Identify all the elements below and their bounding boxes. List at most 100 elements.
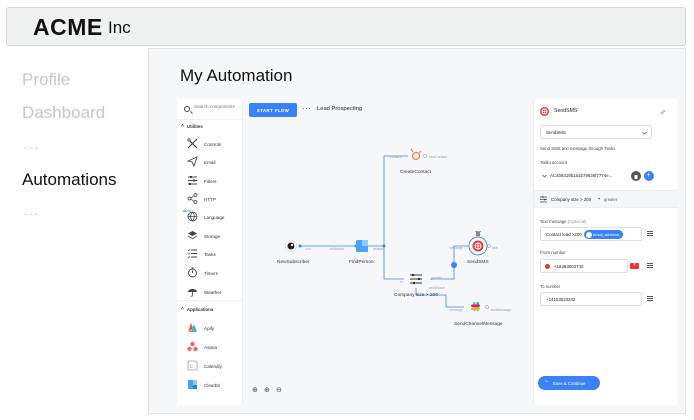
variables-menu-icon[interactable] (647, 263, 653, 268)
variables-menu-icon[interactable] (647, 296, 653, 301)
search-icon (184, 106, 190, 112)
port-label: person (373, 247, 384, 251)
twilio-account-value: AC4b8319b1a1579636f7774e... (550, 173, 613, 178)
component-http[interactable]: HTTP (183, 193, 241, 205)
condition-bar[interactable]: Company size > 200 ▾ greater (534, 190, 678, 208)
node-new-subscriber[interactable] (285, 240, 297, 252)
port-label: contact (390, 155, 401, 159)
save-continue-button[interactable]: ← Save & Continue (538, 376, 600, 390)
port-label: greater (431, 276, 442, 280)
optional-tag: (Optional) (567, 219, 587, 224)
action-select[interactable]: SendSMS (540, 125, 652, 139)
component-asana[interactable]: Asana (183, 341, 241, 353)
port-label: notGreater (429, 286, 446, 290)
zoom-in-icon[interactable]: ⊕ (252, 387, 258, 394)
divider (177, 119, 242, 120)
calendly-icon: c (187, 360, 198, 371)
port-label: out (306, 247, 311, 251)
config-title: SendSMS (554, 108, 578, 114)
component-label: Controls (204, 142, 222, 147)
to-number-label: To number (540, 284, 561, 289)
port-label: message (449, 246, 463, 250)
component-label: Language (204, 215, 225, 220)
email-chip-label: email_address (593, 232, 620, 237)
port-label: in (400, 280, 403, 284)
share-icon (187, 193, 198, 204)
flow-connections (285, 148, 491, 311)
component-weather[interactable]: Weather (183, 286, 241, 298)
component-label: HTTP (204, 197, 216, 202)
component-apify[interactable]: Apify (183, 322, 241, 334)
condition-branch: greater (604, 197, 618, 202)
chevron-up-icon: ^ (181, 124, 184, 130)
variables-menu-icon[interactable] (647, 231, 653, 236)
component-search-input[interactable] (194, 104, 242, 109)
component-tasks[interactable]: Tasks (183, 248, 241, 260)
text-message-value: Contact lead >200 (546, 232, 582, 237)
node-company-size[interactable] (410, 274, 422, 284)
nav-item-profile[interactable]: Profile (22, 70, 71, 89)
zoom-out-icon[interactable]: ⊖ (276, 387, 282, 394)
component-clearbit[interactable]: Clearbit (183, 379, 241, 391)
section-utilities[interactable]: ^Utilities (181, 124, 203, 130)
to-number-input[interactable]: +14153023232 (540, 292, 642, 306)
node-send-channel-message[interactable] (471, 302, 480, 311)
component-email[interactable]: Email (183, 156, 241, 168)
start-flow-button[interactable]: START FLOW (249, 103, 297, 117)
component-label: Asana (204, 345, 218, 350)
component-storage[interactable]: Storage (183, 230, 241, 242)
chip-icon (585, 231, 592, 238)
node-label: Company size > 200 (394, 293, 438, 298)
text-message-input[interactable]: Contact lead >200 email_address (540, 227, 642, 241)
config-description: Send SMS text message through Twilio (540, 146, 615, 151)
chevron-down-icon (542, 174, 547, 178)
arrow-left-icon: ← (544, 378, 550, 384)
twilio-icon (545, 264, 550, 269)
nav-item-automations[interactable]: Automations (22, 170, 117, 189)
node-find-person[interactable] (356, 240, 368, 252)
component-calendly[interactable]: c Calendly (183, 360, 241, 372)
trash-icon[interactable] (475, 231, 481, 236)
node-send-sms[interactable] (468, 236, 488, 256)
component-filters[interactable]: Filters (183, 175, 241, 187)
component-controls[interactable]: Controls (183, 138, 241, 150)
node-label: CreateContact (400, 170, 431, 175)
brand-name: ACME (33, 14, 103, 40)
component-label: Filters (204, 179, 217, 184)
section-applications[interactable]: ^Applications (181, 307, 213, 313)
component-timers[interactable]: Timers (183, 267, 241, 279)
delete-account-icon[interactable] (631, 171, 641, 181)
port-dot (485, 305, 489, 309)
main-navigation: Profile Dashboard ... Automations ... (6, 48, 147, 414)
component-search[interactable] (182, 103, 242, 117)
flow-canvas[interactable]: START FLOW ··· Lead Prospecting (244, 99, 526, 405)
from-number-input[interactable]: +16283003740 (540, 259, 628, 273)
edge-companysize-channelmessage (415, 288, 464, 308)
chevron-up-icon: ^ (181, 307, 184, 313)
brand-suffix: Inc (108, 18, 131, 37)
nav-more-dots[interactable]: ... (24, 138, 41, 152)
email-variable-chip[interactable]: email_address (584, 230, 624, 239)
chevron-down-icon (642, 131, 647, 135)
top-header: ACME Inc (6, 7, 686, 46)
component-language[interactable]: BETA Language (183, 209, 241, 223)
twilio-account-label: Twilio account (540, 160, 567, 165)
components-sidebar: ^Utilities Controls Email Filters HTTP B… (177, 99, 243, 405)
section-utilities-label: Utilities (186, 124, 203, 129)
section-applications-label: Applications (186, 307, 214, 312)
clear-field-icon[interactable]: × (630, 262, 639, 269)
save-continue-label: Save & Continue (552, 380, 586, 386)
node-create-contact[interactable] (410, 148, 422, 161)
add-account-icon[interactable]: + (644, 171, 654, 181)
zoom-fit-icon[interactable]: ⊕ (264, 387, 270, 394)
add-node-handle[interactable] (451, 262, 457, 268)
twilio-account-select[interactable]: AC4b8319b1a1579636f7774e... (540, 169, 630, 183)
nav-item-dashboard[interactable]: Dashboard (22, 103, 106, 122)
nav-more-dots[interactable]: ... (24, 204, 41, 218)
more-options-icon[interactable]: ··· (302, 104, 312, 113)
apify-icon (188, 323, 197, 332)
flow-name[interactable]: Lead Prospecting (317, 106, 363, 112)
port-dot (298, 244, 302, 248)
port-label: newContact (429, 155, 447, 159)
edit-icon[interactable] (660, 109, 666, 115)
